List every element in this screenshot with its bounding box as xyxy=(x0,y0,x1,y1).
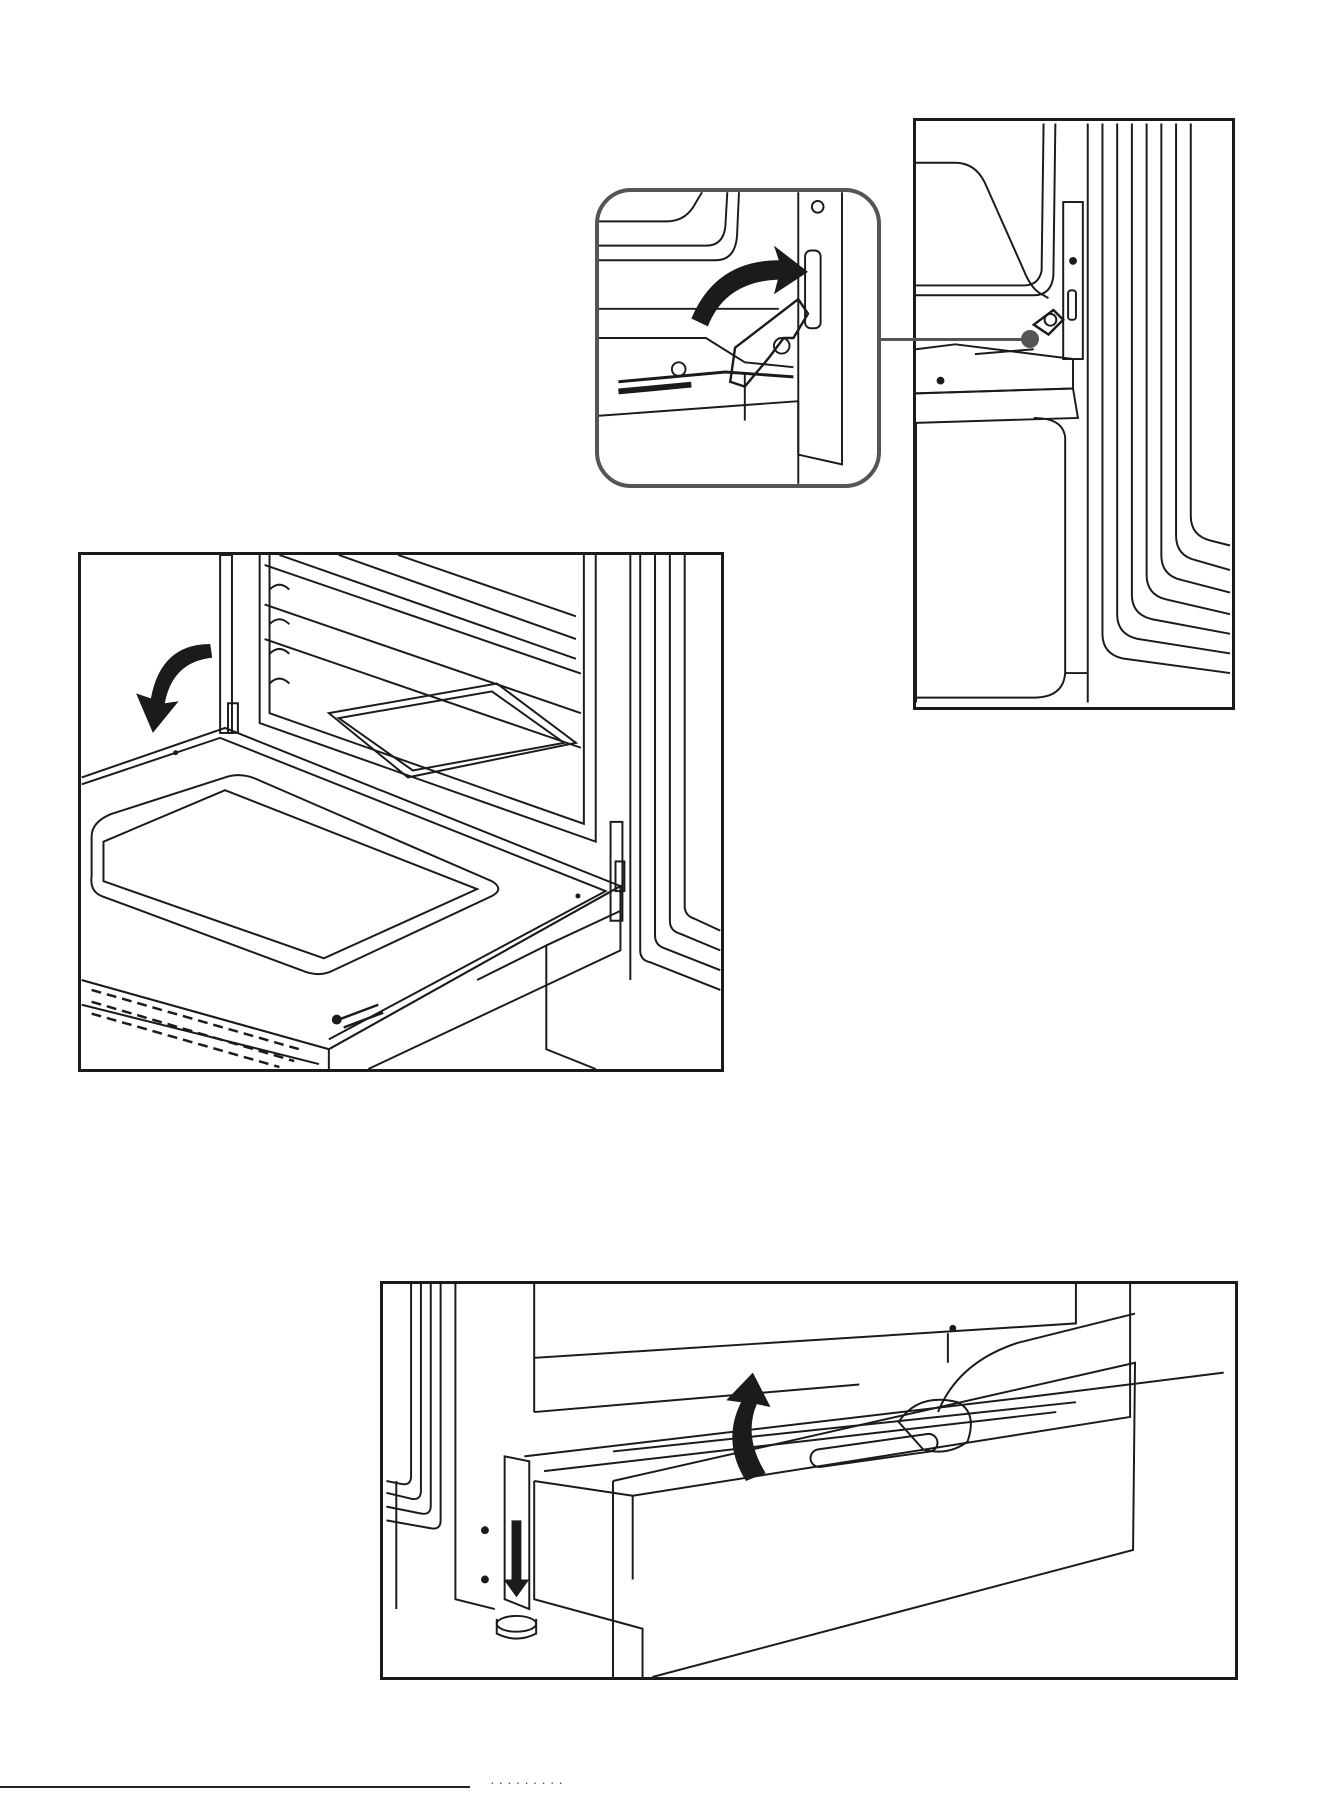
footer-text: · · · · · · · · · xyxy=(490,1774,563,1790)
footer-rule xyxy=(0,1786,470,1788)
hinge-zoom-drawing xyxy=(599,192,877,484)
curved-arrow-icon xyxy=(136,644,212,733)
down-arrow-icon xyxy=(504,1520,530,1597)
oven-door-figure xyxy=(78,552,724,1072)
drawer-drawing xyxy=(383,1284,1235,1677)
curved-arrow-icon xyxy=(726,1373,770,1481)
hinge-detail-figure xyxy=(913,118,1235,710)
curved-arrow-icon xyxy=(691,246,808,327)
callout-dot-icon xyxy=(1021,330,1039,348)
drawer-figure xyxy=(380,1281,1238,1680)
callout-line xyxy=(879,338,1029,341)
hinge-detail-drawing xyxy=(916,121,1232,707)
hinge-zoom-figure xyxy=(595,188,881,488)
oven-door-drawing xyxy=(81,555,721,1069)
